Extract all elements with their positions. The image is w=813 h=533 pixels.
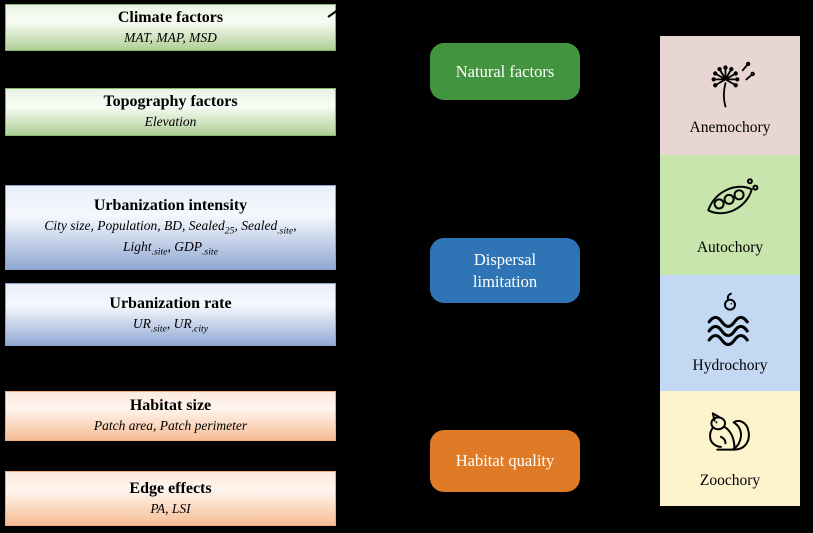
climate-factors-box: Climate factors MAT, MAP, MSD: [5, 4, 336, 51]
urbanization-intensity-box: Urbanization intensity City size, Popula…: [5, 185, 336, 270]
factor-title: Habitat size: [129, 397, 212, 415]
dispersal-limitation-box: Dispersal limitation: [430, 238, 580, 303]
habitat-size-box: Habitat size Patch area, Patch perimeter: [5, 391, 336, 441]
factor-title: Urbanization intensity: [93, 197, 248, 215]
squirrel-icon: [701, 407, 759, 465]
anemochory-panel: Anemochory: [660, 36, 800, 155]
factor-detail: City size, Population, BD, Sealed25, Sea…: [44, 218, 297, 258]
factor-detail: Patch area, Patch perimeter: [93, 418, 248, 434]
panel-label: Hydrochory: [692, 356, 768, 374]
factor-title: Climate factors: [117, 8, 224, 26]
mid-box-label: Natural factors: [455, 61, 555, 81]
factor-detail: Elevation: [144, 114, 197, 130]
urbanization-rate-box: Urbanization rate UR.site, UR.city: [5, 283, 336, 346]
factor-title: Urbanization rate: [109, 294, 232, 312]
factor-detail: UR.site, UR.city: [132, 315, 209, 335]
habitat-quality-box: Habitat quality: [430, 430, 580, 492]
autochory-panel: Autochory: [660, 155, 800, 275]
factor-title: Edge effects: [129, 479, 212, 497]
hydrochory-panel: Hydrochory: [660, 275, 800, 391]
panel-label: Zoochory: [699, 472, 761, 489]
water-waves-icon: [701, 292, 759, 350]
dandelion-icon: [701, 54, 759, 112]
factor-detail: MAT, MAP, MSD: [124, 29, 217, 45]
mid-box-label: Habitat quality: [455, 451, 555, 471]
natural-factors-box: Natural factors: [430, 43, 580, 100]
panel-label: Anemochory: [689, 119, 771, 136]
mid-box-label: Dispersal limitation: [472, 250, 538, 291]
panel-label: Autochory: [696, 238, 764, 256]
zoochory-panel: Zoochory: [660, 391, 800, 506]
seed-pod-icon: [701, 174, 759, 232]
factor-detail: PA, LSI: [150, 500, 191, 516]
factor-title: Topography factors: [103, 93, 238, 111]
topography-factors-box: Topography factors Elevation: [5, 88, 336, 136]
edge-effects-box: Edge effects PA, LSI: [5, 471, 336, 526]
